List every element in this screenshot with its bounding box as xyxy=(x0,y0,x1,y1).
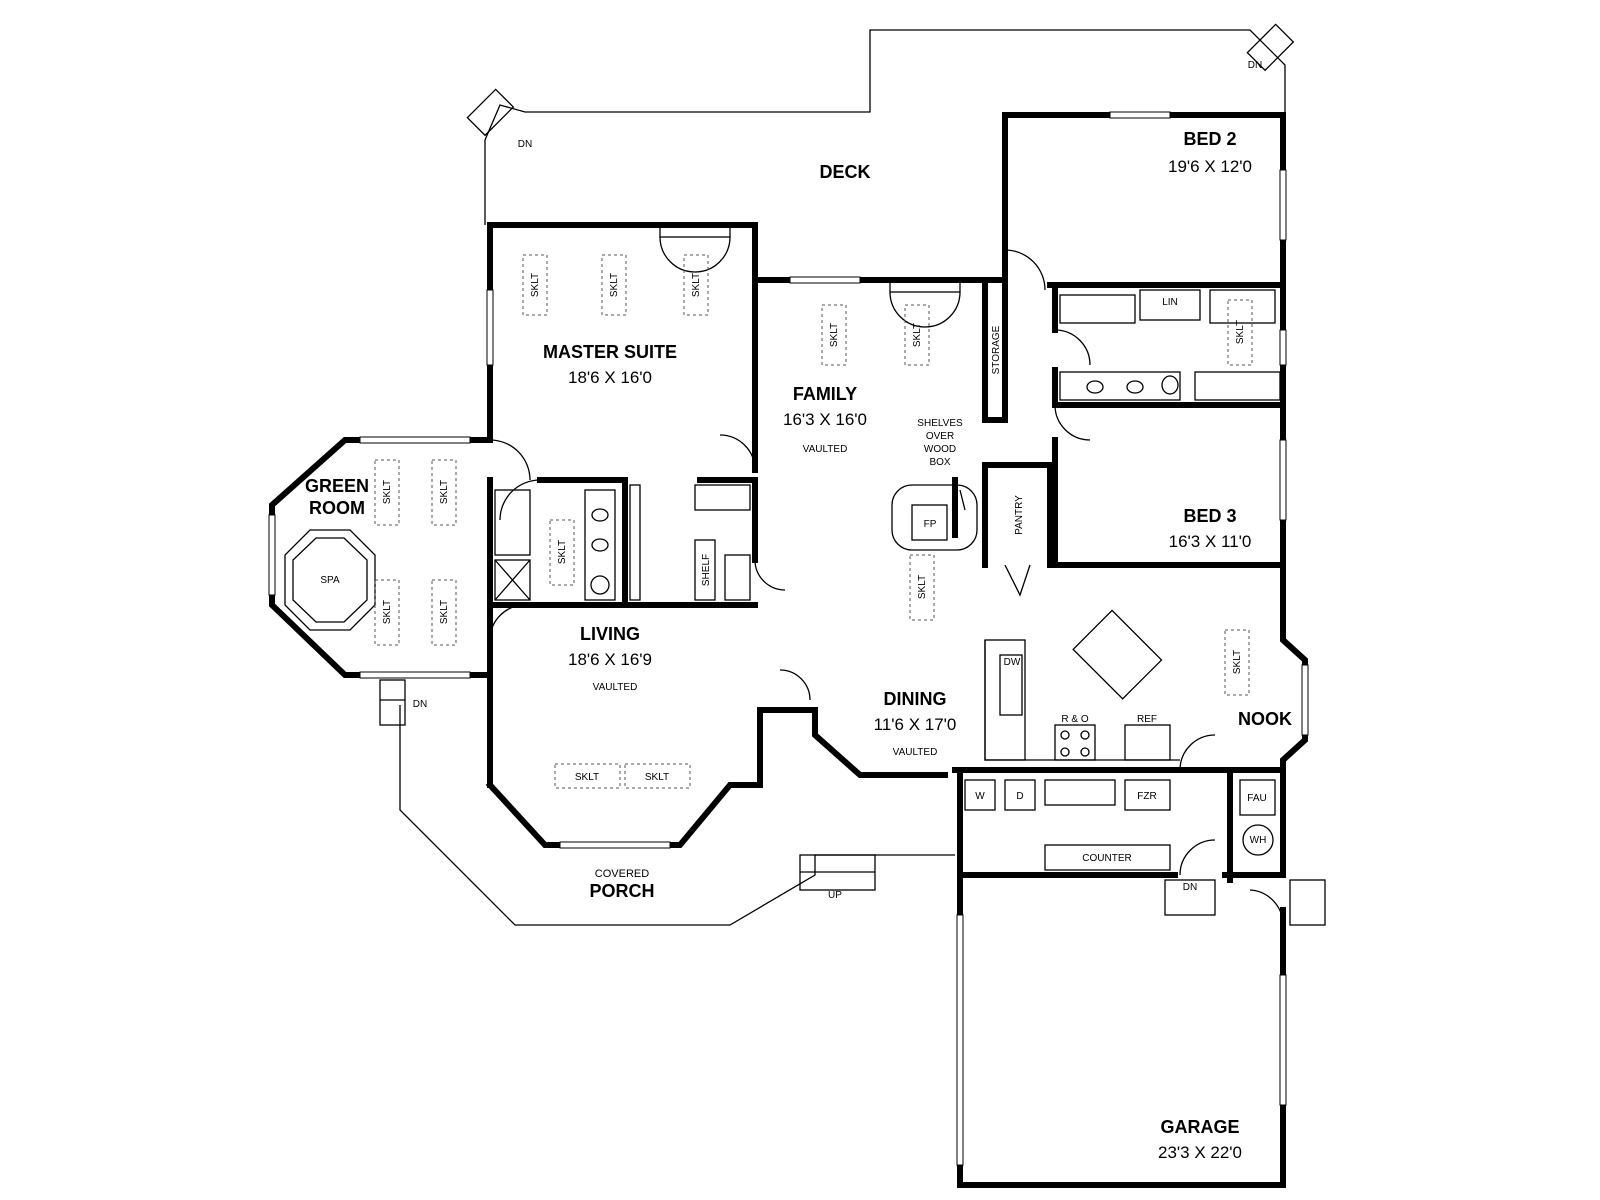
shelves-label-3: WOOD xyxy=(924,444,956,455)
green-room-label-1: GREEN xyxy=(305,476,369,496)
sklt-label: SKLT xyxy=(530,273,541,297)
fau-label: FAU xyxy=(1247,793,1266,804)
stair-dn-green: DN xyxy=(413,699,427,710)
stair-dn-deck-left: DN xyxy=(518,139,532,150)
kitchen xyxy=(952,609,1286,773)
bath-area xyxy=(1004,249,1287,563)
master-suite-size: 18'6 X 16'0 xyxy=(568,368,652,387)
sklt-label: SKLT xyxy=(912,323,923,347)
sklt-label: SKLT xyxy=(645,772,669,783)
spa-label: SPA xyxy=(320,575,340,586)
garage-walls xyxy=(956,872,1326,1188)
garage-label: GARAGE xyxy=(1160,1117,1239,1137)
garage-size: 23'3 X 22'0 xyxy=(1158,1143,1242,1162)
dining-size: 11'6 X 17'0 xyxy=(874,715,957,734)
sklt-label: SKLT xyxy=(439,600,450,624)
sklt-label: SKLT xyxy=(691,273,702,297)
dining-label: DINING xyxy=(884,689,947,709)
shelf-label: SHELF xyxy=(701,554,712,586)
sklt-label: SKLT xyxy=(557,540,568,564)
porch-outline xyxy=(399,705,955,926)
dining-note: VAULTED xyxy=(893,747,938,758)
green-room-walls xyxy=(268,436,493,726)
storage-label: STORAGE xyxy=(991,325,1002,374)
sklt-label: SKLT xyxy=(382,480,393,504)
linen-label: LIN xyxy=(1162,297,1178,308)
fireplace xyxy=(891,477,978,551)
family-size: 16'3 X 16'0 xyxy=(783,410,867,429)
freezer-label: FZR xyxy=(1137,791,1156,802)
porch-label-1: COVERED xyxy=(595,868,649,880)
bed2-walls xyxy=(1002,111,1287,288)
counter-label: COUNTER xyxy=(1082,853,1131,864)
storage-pantry xyxy=(982,277,1053,597)
nook-walls xyxy=(1280,562,1309,878)
stair-dn-garage: DN xyxy=(1183,882,1197,893)
nook-label: NOOK xyxy=(1238,709,1292,729)
skylights xyxy=(374,254,1253,789)
water-heater-label: WH xyxy=(1250,835,1267,846)
shelves-label-4: BOX xyxy=(929,457,950,468)
sklt-label: SKLT xyxy=(1232,650,1243,674)
sklt-label: SKLT xyxy=(609,273,620,297)
dishwasher-label: DW xyxy=(1004,657,1021,668)
dryer-label: D xyxy=(1016,791,1023,802)
pantry-label: PANTRY xyxy=(1014,495,1025,535)
refrigerator-label: REF xyxy=(1137,714,1157,725)
family-label: FAMILY xyxy=(793,384,857,404)
master-walls xyxy=(486,222,988,473)
family-note: VAULTED xyxy=(803,444,848,455)
shelves-label-1: SHELVES xyxy=(917,418,963,429)
bed3-label: BED 3 xyxy=(1183,506,1236,526)
sklt-label: SKLT xyxy=(917,575,928,599)
master-suite-label: MASTER SUITE xyxy=(543,342,677,362)
sklt-label: SKLT xyxy=(575,772,599,783)
bed2-size: 19'6 X 12'0 xyxy=(1168,157,1252,176)
sklt-label: SKLT xyxy=(829,323,840,347)
living-label: LIVING xyxy=(580,624,640,644)
living-walls xyxy=(485,602,948,849)
porch-label-2: PORCH xyxy=(589,881,654,901)
stair-up-porch: UP xyxy=(828,890,842,901)
deck-label: DECK xyxy=(819,162,870,182)
shelves-label-2: OVER xyxy=(926,431,954,442)
deck-outline xyxy=(466,23,1295,225)
living-size: 18'6 X 16'9 xyxy=(568,650,652,669)
sklt-label: SKLT xyxy=(439,480,450,504)
living-note: VAULTED xyxy=(593,682,638,693)
range-oven-label: R & O xyxy=(1061,714,1088,725)
master-bath xyxy=(487,434,786,608)
sklt-label: SKLT xyxy=(382,600,393,624)
stair-dn-deck-right: DN xyxy=(1248,60,1262,71)
bed3-size: 16'3 X 11'0 xyxy=(1169,532,1252,551)
bed3-walls xyxy=(1052,437,1287,568)
bed2-label: BED 2 xyxy=(1183,129,1236,149)
washer-label: W xyxy=(975,791,985,802)
sklt-label: SKLT xyxy=(1235,320,1246,344)
green-room-label-2: ROOM xyxy=(309,498,365,518)
fireplace-label: FP xyxy=(924,519,937,530)
